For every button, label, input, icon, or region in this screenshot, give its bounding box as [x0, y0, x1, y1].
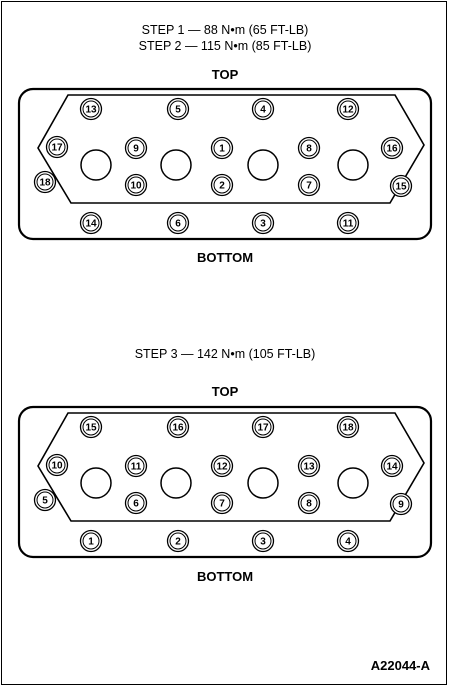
svg-text:5: 5: [42, 496, 48, 507]
head1-bolt-6: 6: [166, 211, 190, 235]
top-label-2: TOP: [211, 384, 239, 399]
svg-text:14: 14: [85, 219, 97, 230]
figure-id: A22044-A: [370, 658, 430, 673]
head2-bolt-16: 16: [166, 415, 190, 439]
svg-text:17: 17: [257, 423, 269, 434]
svg-text:11: 11: [343, 219, 354, 230]
svg-text:10: 10: [130, 181, 142, 192]
head2-bolt-3: 3: [251, 529, 275, 553]
bottom-label-1: BOTTOM: [196, 250, 254, 265]
head1-bolt-5: 5: [166, 97, 190, 121]
head1-bore-1: [80, 149, 112, 181]
head2-bore-4: [337, 467, 369, 499]
svg-text:2: 2: [175, 537, 181, 548]
svg-text:7: 7: [306, 181, 312, 192]
head1-bolt-7: 7: [297, 173, 321, 197]
svg-text:6: 6: [175, 219, 181, 230]
step-3-text: STEP 3 — 142 N•m (105 FT-LB): [134, 347, 316, 361]
head1-bore-3: [247, 149, 279, 181]
head1-bolt-2: 2: [210, 173, 234, 197]
svg-text:15: 15: [395, 182, 407, 193]
head1-bolt-13: 13: [79, 97, 103, 121]
head2-outer-outline: [17, 405, 433, 559]
head2-bolt-13: 13: [297, 454, 321, 478]
head1-bolt-10: 10: [124, 173, 148, 197]
svg-text:7: 7: [219, 499, 225, 510]
svg-text:1: 1: [88, 537, 94, 548]
svg-text:8: 8: [306, 499, 312, 510]
svg-text:4: 4: [260, 105, 266, 116]
head1-bolt-12: 12: [336, 97, 360, 121]
svg-text:3: 3: [260, 537, 266, 548]
head1-bore-4: [337, 149, 369, 181]
svg-text:8: 8: [306, 144, 312, 155]
head1-bolt-15: 15: [389, 174, 413, 198]
svg-text:18: 18: [342, 423, 354, 434]
svg-text:3: 3: [260, 219, 266, 230]
svg-text:5: 5: [175, 105, 181, 116]
svg-text:13: 13: [303, 462, 315, 473]
head2-bolt-1: 1: [79, 529, 103, 553]
head1-bolt-16: 16: [380, 136, 404, 160]
head2-bolt-6: 6: [124, 491, 148, 515]
head1-bolt-11: 11: [336, 211, 360, 235]
head2-bolt-12: 12: [210, 454, 234, 478]
bottom-label-2: BOTTOM: [196, 569, 254, 584]
head2-bore-3: [247, 467, 279, 499]
head1-bolt-4: 4: [251, 97, 275, 121]
head1-bolt-3: 3: [251, 211, 275, 235]
head1-outer-outline: [17, 87, 433, 241]
svg-text:6: 6: [133, 499, 139, 510]
head2-bore-1: [80, 467, 112, 499]
head1-bolt-18: 18: [33, 170, 57, 194]
svg-text:2: 2: [219, 181, 225, 192]
svg-text:12: 12: [342, 105, 354, 116]
head2-bolt-11: 11: [124, 454, 148, 478]
head2-bolt-2: 2: [166, 529, 190, 553]
head2-bolt-15: 15: [79, 415, 103, 439]
head2-inner-outline: [37, 412, 425, 522]
svg-text:9: 9: [398, 500, 404, 511]
svg-text:15: 15: [85, 423, 97, 434]
head1-bolt-1: 1: [210, 136, 234, 160]
svg-text:9: 9: [133, 144, 139, 155]
head2-bolt-10: 10: [45, 453, 69, 477]
svg-text:17: 17: [51, 143, 63, 154]
step-2-text: STEP 2 — 115 N•m (85 FT-LB): [138, 39, 312, 53]
head2-bolt-18: 18: [336, 415, 360, 439]
head2-bolt-9: 9: [389, 492, 413, 516]
head2-bolt-5: 5: [33, 488, 57, 512]
head1-bolt-8: 8: [297, 136, 321, 160]
head1-bolt-17: 17: [45, 135, 69, 159]
svg-text:16: 16: [172, 423, 184, 434]
svg-text:13: 13: [85, 105, 97, 116]
step-1-text: STEP 1 — 88 N•m (65 FT-LB): [141, 23, 309, 37]
head1-bolt-9: 9: [124, 136, 148, 160]
svg-text:14: 14: [386, 462, 398, 473]
svg-text:10: 10: [51, 461, 63, 472]
head2-bolt-4: 4: [336, 529, 360, 553]
head1-inner-outline: [37, 94, 425, 204]
svg-text:16: 16: [386, 144, 398, 155]
svg-text:4: 4: [345, 537, 351, 548]
head2-bolt-14: 14: [380, 454, 404, 478]
head2-bolt-7: 7: [210, 491, 234, 515]
svg-text:11: 11: [131, 462, 142, 473]
head2-bolt-17: 17: [251, 415, 275, 439]
head2-bore-2: [160, 467, 192, 499]
top-label-1: TOP: [211, 67, 239, 82]
svg-text:18: 18: [39, 178, 51, 189]
svg-text:12: 12: [216, 462, 228, 473]
head1-bolt-14: 14: [79, 211, 103, 235]
head2-bolt-8: 8: [297, 491, 321, 515]
head1-bore-2: [160, 149, 192, 181]
svg-text:1: 1: [219, 144, 225, 155]
